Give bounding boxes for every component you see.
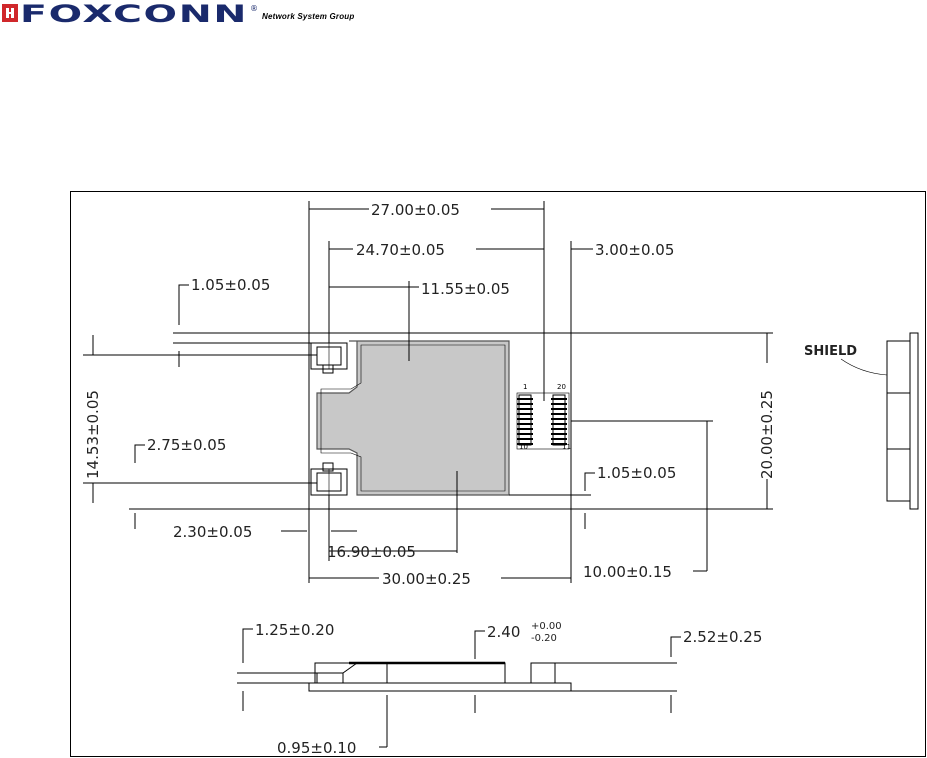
antenna-connector-top — [311, 343, 347, 373]
dim-0-95: 0.95±0.10 — [277, 739, 356, 757]
dim-27-00: 27.00±0.05 — [371, 201, 460, 219]
dim-1-05-top: 1.05±0.05 — [191, 276, 270, 294]
pin-label-1: 1 — [523, 383, 527, 391]
dim-2-30: 2.30±0.05 — [173, 523, 252, 541]
brand-subtitle: Network System Group — [262, 12, 354, 21]
header: FOXCONN ® Network System Group — [0, 0, 400, 30]
dim-1-05-right: 1.05±0.05 — [597, 464, 676, 482]
pin-label-11: 11 — [562, 443, 571, 451]
dim-11-55: 11.55±0.05 — [421, 280, 510, 298]
front-view: 1.25±0.20 2.40 +0.00 -0.20 2.52±0.25 0.9… — [237, 621, 762, 757]
brand-name: FOXCONN — [20, 2, 248, 26]
dim-3-00: 3.00±0.05 — [595, 241, 674, 259]
dim-2-52: 2.52±0.25 — [683, 628, 762, 646]
side-view-shield: SHIELD — [804, 333, 918, 509]
logo-mark — [2, 4, 18, 22]
dim-24-70: 24.70±0.05 — [356, 241, 445, 259]
pin-label-20: 20 — [557, 383, 566, 391]
dim-10-00: 10.00±0.15 — [583, 563, 672, 581]
dim-1-25: 1.25±0.20 — [255, 621, 334, 639]
drawing-frame: 1 20 10 11 27.00±0.05 24.70±0.05 3.00±0.… — [70, 191, 926, 757]
antenna-connector-bottom — [311, 463, 347, 495]
foxconn-logo: FOXCONN ® — [0, 2, 280, 26]
dim-2-40-tol-plus: +0.00 — [531, 621, 562, 632]
dim-16-90: 16.90±0.05 — [327, 543, 416, 561]
dim-2-75: 2.75±0.05 — [147, 436, 226, 454]
dim-20-00: 20.00±0.25 — [758, 390, 776, 479]
dim-30-00: 30.00±0.25 — [382, 570, 471, 588]
registered-mark: ® — [250, 4, 258, 13]
module-drawing: 1 20 10 11 27.00±0.05 24.70±0.05 3.00±0.… — [71, 192, 927, 758]
top-view: 1 20 10 11 27.00±0.05 24.70±0.05 3.00±0.… — [83, 201, 776, 588]
dim-14-53: 14.53±0.05 — [84, 390, 102, 479]
dim-2-40: 2.40 — [487, 623, 520, 641]
dim-2-40-tol-minus: -0.20 — [531, 633, 557, 644]
pin-label-10: 10 — [519, 443, 528, 451]
shield-label: SHIELD — [804, 344, 857, 359]
